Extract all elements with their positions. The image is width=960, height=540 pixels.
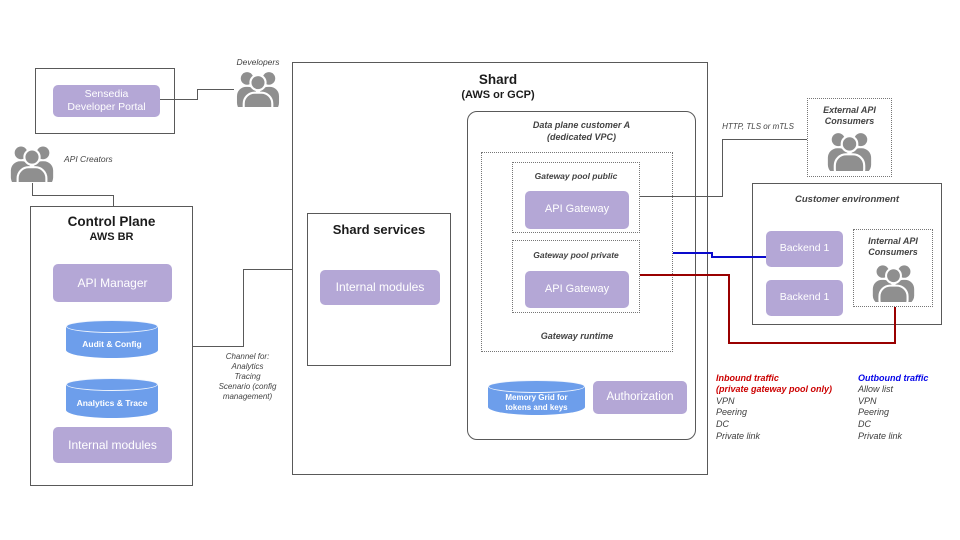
external-api-consumers-box [807,98,892,177]
channel-note: Channel for: Analytics Tracing Scenario … [218,352,277,401]
audit-config-label: Audit & Config [82,338,142,349]
connector-portal-developers-h2 [197,89,234,90]
backend-1-top-box: Backend 1 [766,231,843,267]
analytics-trace-label: Analytics & Trace [76,397,148,408]
external-api-consumers-label: External API Consumers [823,105,876,127]
outbound-traffic-items: Allow list VPN Peering DC Private link [858,384,903,441]
gateway-runtime-box [481,152,673,352]
developers-icon [236,70,280,119]
api-creators-icon [10,144,54,194]
connector-creators-v2 [113,195,114,206]
outbound-line-jog [711,252,713,258]
inbound-line-v2 [894,307,896,344]
audit-config-cylinder: Audit & Config [66,320,158,358]
internal-api-consumers-box [853,229,933,307]
gateway-pool-public-box [512,162,640,233]
backend-1-bottom-box: Backend 1 [766,280,843,316]
shard-services-title: Shard services [332,222,426,237]
api-gateway-private-box: API Gateway [525,271,629,308]
internal-api-consumers-label: Internal API Consumers [868,236,918,258]
connector-gateway-external-h1 [640,196,723,197]
connector-gateway-external-v [722,139,723,197]
connector-creators-v1 [32,183,33,196]
connector-controlplane-shard-h2 [243,269,292,270]
connector-creators-h [32,195,114,196]
inbound-traffic-note: Inbound traffic (private gateway pool on… [716,361,856,442]
shard-subtitle: (AWS or GCP) [461,89,535,101]
connector-portal-developers-h1 [160,99,198,100]
inbound-traffic-heading: Inbound traffic (private gateway pool on… [716,372,833,395]
control-plane-subtitle: AWS BR [89,231,134,243]
gateway-pool-public-label: Gateway pool public [534,171,618,181]
analytics-trace-cylinder: Analytics & Trace [66,378,158,418]
http-tls-label: HTTP, TLS or mTLS [722,122,794,131]
inbound-line-h1 [640,274,730,276]
sensedia-developer-portal-box: Sensedia Developer Portal [53,85,160,117]
gateway-runtime-label: Gateway runtime [540,331,614,341]
data-plane-title: Data plane customer A [532,120,631,130]
connector-portal-developers-v [197,89,198,100]
shard-title: Shard [478,72,518,87]
customer-environment-box [752,183,942,325]
data-plane-subtitle: (dedicated VPC) [546,132,616,142]
inbound-line-h2 [728,342,896,344]
gateway-pool-private-box [512,240,640,313]
shard-internal-modules-box: Internal modules [320,270,440,305]
gateway-pool-private-label: Gateway pool private [533,250,619,260]
sensedia-portal-frame [35,68,175,134]
internal-api-consumers-icon [872,261,915,312]
connector-controlplane-shard-v [243,269,244,347]
memory-grid-label: Memory Grid for tokens and keys [505,392,568,412]
outbound-line-h1 [673,252,713,254]
shard-services-box [307,213,451,366]
outbound-line-h2 [711,256,766,258]
authorization-box: Authorization [593,381,687,414]
developers-label: Developers [236,57,280,67]
outbound-traffic-heading: Outbound traffic [858,372,929,383]
connector-gateway-external-h2 [722,139,807,140]
inbound-traffic-items: VPN Peering DC Private link [716,395,761,441]
customer-environment-title: Customer environment [795,194,899,205]
control-plane-box [30,206,193,486]
inbound-line-v1 [728,274,730,344]
api-manager-box: API Manager [53,264,172,302]
api-gateway-public-box: API Gateway [525,191,629,229]
control-plane-internal-modules-box: Internal modules [53,427,172,463]
connector-controlplane-shard-h1 [193,346,244,347]
memory-grid-cylinder: Memory Grid for tokens and keys [488,380,585,415]
api-creators-label: API Creators [64,154,113,164]
external-api-consumers-icon [827,129,872,182]
shard-box [292,62,708,475]
control-plane-title: Control Plane [67,214,156,229]
